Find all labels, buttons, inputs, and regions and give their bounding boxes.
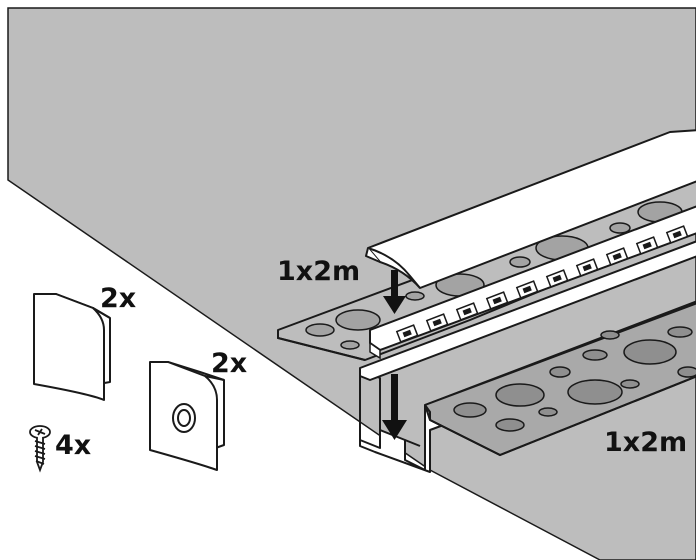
end-cap-icon [32,293,111,401]
plaster-strip-quantity-label: 1x2m [604,427,688,458]
down-arrow-icon [382,374,407,440]
plaster-strip-right [424,302,696,457]
end-cap-with-hole-icon [149,361,225,471]
end-cap-plain-quantity-label: 2x [100,283,137,314]
diffuser-cover [365,129,696,289]
down-arrow-icon [383,270,406,314]
led-strip [369,205,696,360]
end-cap-hole-quantity-label: 2x [211,348,248,379]
profile-rail [359,240,696,381]
profile-quantity-label: 1x2m [277,256,361,287]
screw-quantity-label: 4x [55,430,92,461]
screw-icon [29,425,51,473]
